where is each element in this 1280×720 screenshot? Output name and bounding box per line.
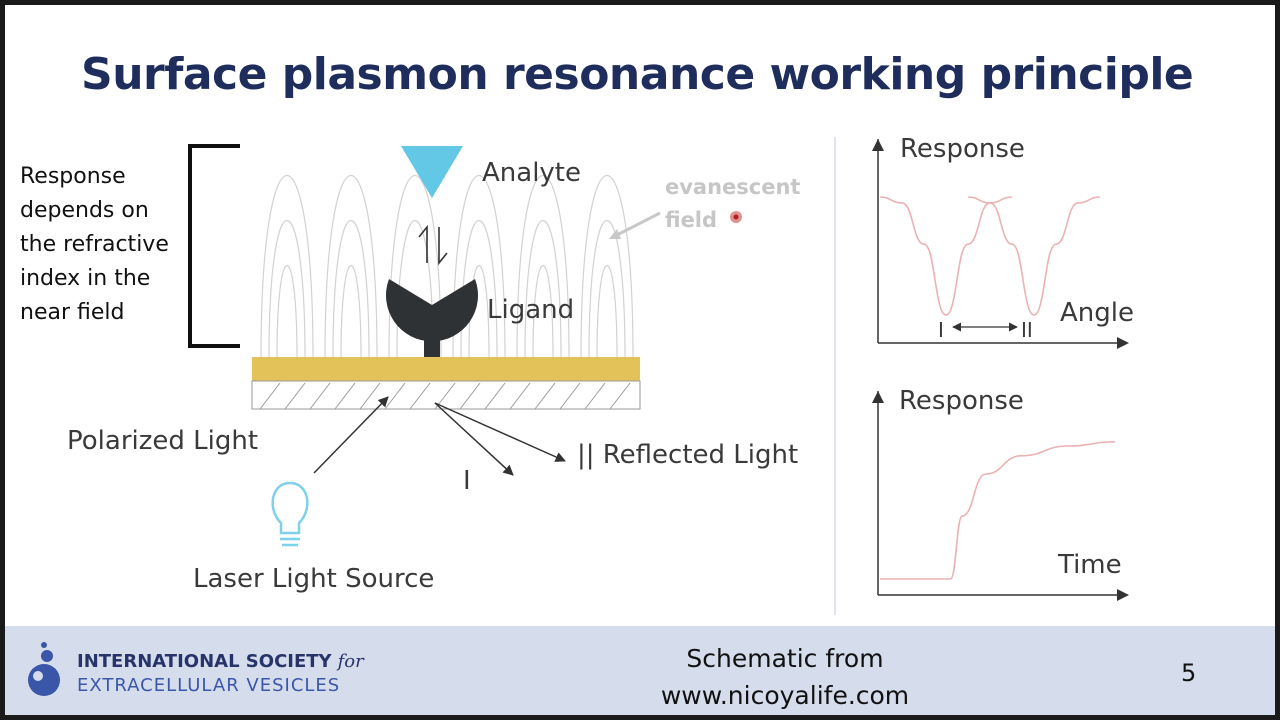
analyte-triangle — [401, 146, 463, 198]
ligand-label: Ligand — [487, 295, 575, 325]
time-chart-ylabel: Response — [899, 386, 1024, 416]
vertical-divider — [834, 137, 836, 615]
ligand-stem — [424, 325, 440, 357]
bracket — [188, 144, 240, 348]
credit-line1: Schematic from — [686, 644, 884, 673]
ligand-shape — [386, 279, 478, 342]
reflected-ray-i — [434, 402, 514, 476]
spr-schematic — [188, 139, 1129, 601]
left-note-line: near field — [20, 300, 125, 325]
page-number: 5 — [1181, 659, 1197, 687]
left-note-line: Response — [20, 164, 126, 189]
incident-ray — [313, 396, 389, 474]
org-name-text: INTERNATIONAL SOCIETY — [77, 651, 332, 672]
schematic-credit: Schematic from www.nicoyalife.com — [645, 640, 925, 714]
reflected-light-label: || Reflected Light — [577, 440, 799, 470]
org-name-line2: EXTRACELLULAR VESICLES — [77, 675, 341, 696]
credit-line2: www.nicoyalife.com — [660, 681, 910, 710]
ray-i-label: I — [463, 466, 471, 496]
reflected-ray-ii — [434, 402, 566, 462]
time-chart — [872, 391, 1129, 601]
binding-arrows — [418, 224, 448, 266]
evanescent-label-line2: field — [665, 208, 718, 232]
org-name-for: for — [337, 651, 364, 672]
gold-layer — [252, 357, 640, 381]
slide: Surface plasmon resonance working princi… — [5, 5, 1275, 715]
evanescent-pointer — [612, 211, 661, 239]
laser-source-label: Laser Light Source — [193, 564, 435, 594]
angle-chart-ylabel: Response — [900, 134, 1025, 164]
analyte-label: Analyte — [482, 158, 581, 188]
angle-curve-i — [879, 196, 1013, 316]
angle-curve-ii — [967, 196, 1101, 316]
evanescent-label-line1: evanescent — [665, 175, 801, 199]
left-note-line: depends on — [20, 198, 149, 223]
left-note-line: index in the — [20, 266, 151, 291]
polarized-light-label: Polarized Light — [67, 426, 259, 456]
glass-hatching — [259, 382, 631, 410]
angle-marker-i: I — [938, 318, 944, 342]
angle-chart-xlabel: Angle — [1060, 298, 1134, 328]
angle-chart — [872, 139, 1129, 349]
left-note-line: the refractive — [20, 232, 169, 257]
time-chart-xlabel: Time — [1058, 550, 1122, 580]
angle-marker-ii: II — [1021, 318, 1033, 342]
slide-title: Surface plasmon resonance working princi… — [81, 49, 1194, 100]
isev-logo-icon — [28, 642, 60, 696]
lightbulb-icon — [271, 481, 309, 547]
left-note: Response depends on the refractive index… — [20, 160, 169, 330]
time-curve — [880, 441, 1116, 580]
